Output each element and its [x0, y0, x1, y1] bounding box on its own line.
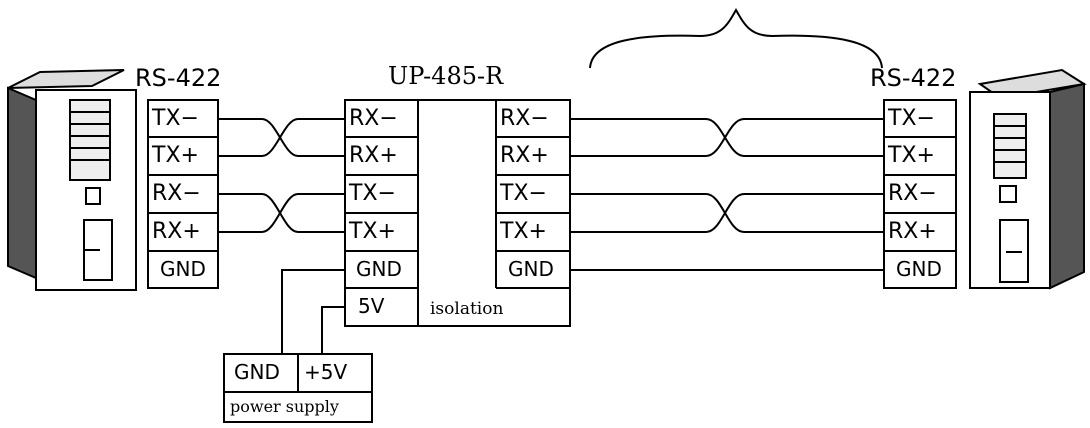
converter-right-pin-label: TX− [500, 181, 547, 206]
left-pin-label: TX− [152, 106, 199, 131]
left-wires [218, 118, 345, 233]
converter-right-pin-label: RX+ [500, 143, 549, 168]
converter-left-pin-label: TX− [349, 181, 396, 206]
converter-right-pin-label: RX− [500, 106, 549, 131]
right-device-title: RS-422 [870, 64, 957, 92]
converter-power-pin-label: 5V [358, 294, 385, 318]
power-wires [281, 269, 345, 354]
cable-brace [589, 7, 883, 69]
power-plus5v-label: +5V [304, 360, 348, 384]
left-terminal-block [147, 99, 219, 289]
right-wires [570, 118, 884, 271]
right-computer-icon [969, 68, 1087, 290]
converter-left-pin-label: RX− [349, 106, 398, 131]
converter-left-pin-label: RX+ [349, 143, 398, 168]
left-pin-label: GND [160, 257, 206, 281]
power-supply-block [223, 353, 373, 423]
converter-title: UP-485-R [388, 62, 504, 90]
right-terminal-block [883, 99, 957, 289]
left-pin-label: TX+ [152, 143, 199, 168]
right-pin-label: TX− [888, 106, 935, 131]
right-pin-label: RX+ [888, 219, 937, 244]
converter-left-pin-label: GND [356, 257, 402, 281]
right-pin-label: RX− [888, 181, 937, 206]
power-supply-label: power supply [230, 397, 339, 416]
isolation-label: isolation [430, 299, 504, 319]
left-pin-label: RX+ [152, 219, 201, 244]
left-computer-icon [7, 69, 137, 291]
power-gnd-label: GND [234, 360, 280, 384]
right-pin-label: GND [896, 257, 942, 281]
converter-right-pin-label: TX+ [500, 219, 547, 244]
left-device-title: RS-422 [135, 64, 222, 92]
left-pin-label: RX− [152, 181, 201, 206]
converter-block [344, 99, 571, 327]
converter-left-pin-label: TX+ [349, 219, 396, 244]
converter-right-pin-label: GND [508, 257, 554, 281]
right-pin-label: TX+ [888, 143, 935, 168]
